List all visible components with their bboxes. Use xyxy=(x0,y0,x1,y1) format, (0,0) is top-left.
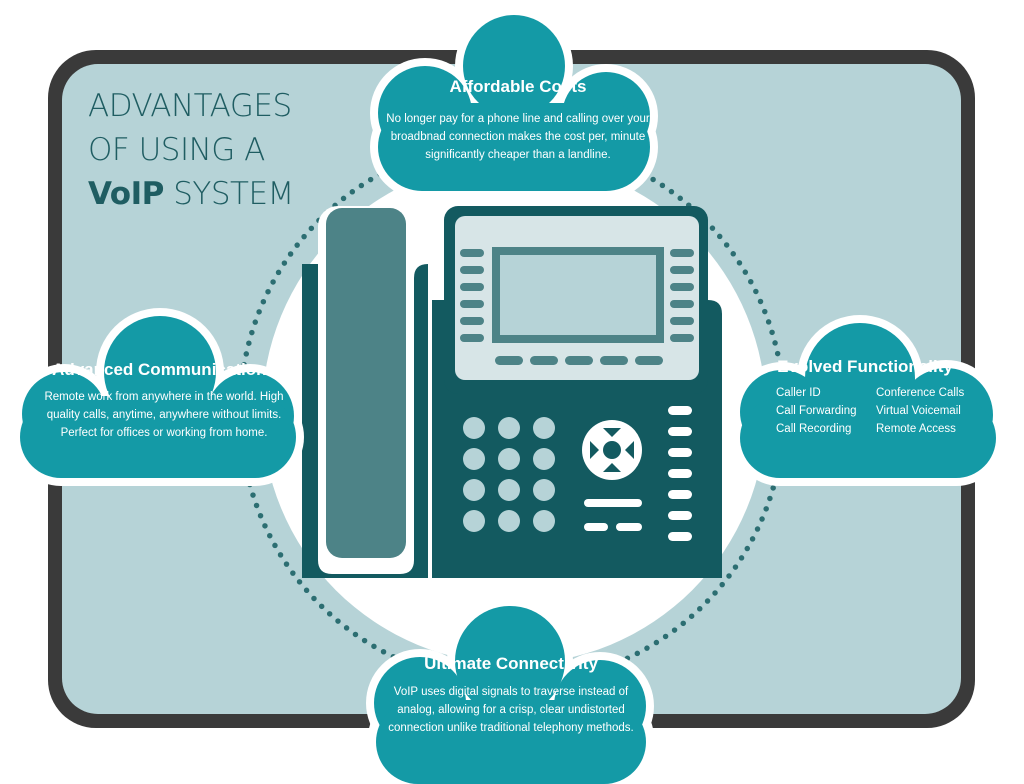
title-line-3: VoIP SYSTEM xyxy=(88,172,348,216)
feature-list: Caller ID Call Forwarding Call Recording… xyxy=(776,384,970,438)
cloud-evolved-functionality xyxy=(732,315,1004,486)
cloud-ultimate-connectivity xyxy=(366,598,654,784)
feature-item: Caller ID xyxy=(776,387,821,399)
desk-phone-icon xyxy=(302,206,722,578)
cloud-affordable-costs xyxy=(370,7,658,199)
advanced-communications-heading: Advanced Communications xyxy=(52,360,276,379)
display-screen-inner xyxy=(500,255,656,335)
handset-body xyxy=(326,208,406,558)
ultimate-connectivity-heading: Ultimate Connectivity xyxy=(424,654,598,673)
title-emphasis: VoIP xyxy=(88,176,164,212)
ultimate-connectivity-text: Ultimate Connectivity VoIP uses digital … xyxy=(376,650,646,737)
title-line-1: ADVANTAGES xyxy=(88,88,292,124)
line-keys-right xyxy=(670,249,694,342)
feature-item: Remote Access xyxy=(876,423,956,435)
feature-item: Call Recording xyxy=(776,423,852,435)
cloud-advanced-communications xyxy=(12,308,304,486)
handset-cradle xyxy=(302,264,428,578)
evolved-functionality-heading: Evolved Functionality xyxy=(777,357,953,376)
keypad xyxy=(463,417,555,532)
title-line-3-rest: SYSTEM xyxy=(163,176,294,212)
affordable-costs-text: Affordable Costs No longer pay for a pho… xyxy=(378,76,658,164)
evolved-functionality-text: Evolved Functionality Caller ID Call For… xyxy=(760,352,970,438)
navigation-pad-icon xyxy=(582,420,642,480)
feature-column-left: Caller ID Call Forwarding Call Recording xyxy=(776,384,872,438)
feature-item: Virtual Voicemail xyxy=(876,405,961,417)
advanced-communications-text: Advanced Communications Remote work from… xyxy=(28,356,300,442)
function-keys xyxy=(584,499,642,531)
feature-keys xyxy=(668,406,692,541)
title-line-2: OF USING A xyxy=(88,132,265,168)
affordable-costs-heading: Affordable Costs xyxy=(449,77,587,96)
feature-column-right: Conference Calls Virtual Voicemail Remot… xyxy=(876,384,986,438)
ultimate-connectivity-body: VoIP uses digital signals to traverse in… xyxy=(388,686,634,734)
line-keys-left xyxy=(460,249,484,342)
affordable-costs-body: No longer pay for a phone line and calli… xyxy=(386,113,650,161)
feature-item: Call Forwarding xyxy=(776,405,857,417)
feature-item: Conference Calls xyxy=(876,387,965,399)
soft-keys xyxy=(495,356,663,365)
infographic-title: ADVANTAGES OF USING A VoIP SYSTEM xyxy=(88,84,348,216)
advanced-communications-body: Remote work from anywhere in the world. … xyxy=(44,391,284,439)
